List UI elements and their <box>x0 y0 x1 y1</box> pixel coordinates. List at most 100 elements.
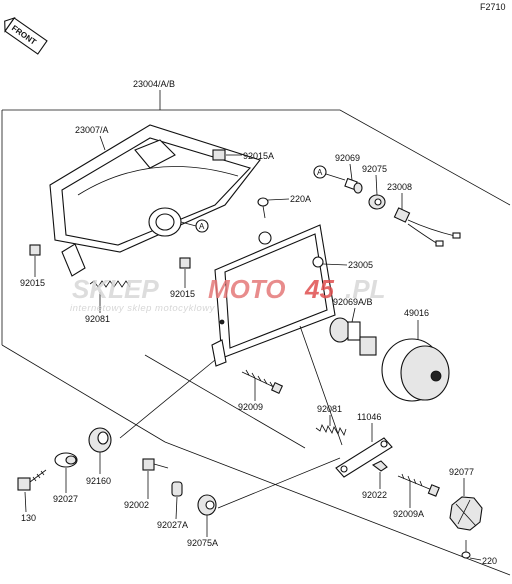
housing-lower-bracket <box>61 243 86 277</box>
screw-220a <box>257 197 269 219</box>
screw-220 <box>461 540 471 559</box>
label-92069ab: 92069A/B <box>333 297 373 307</box>
bulb-92069ab <box>329 317 377 356</box>
nut-92015-left <box>29 244 41 256</box>
screw-220-head <box>461 551 471 559</box>
bolt-92002-head <box>142 458 155 471</box>
collar-92027a-body <box>171 481 183 497</box>
harness-connector-1 <box>452 232 461 239</box>
leader-callout-a-housing <box>180 221 197 227</box>
callout-a-bulb <box>313 165 327 179</box>
headlight-rim-23005 <box>211 224 336 367</box>
label-92075a: 92075A <box>187 538 218 548</box>
connector-damper-rim <box>119 359 216 439</box>
connector-grommet-bracket <box>217 457 341 509</box>
bolt-130 <box>17 469 47 491</box>
bracket-hole-2 <box>380 440 388 448</box>
watermark-brand-4: .PL <box>345 274 385 304</box>
bulb-92069 <box>344 177 363 194</box>
leader-92027a <box>175 496 178 520</box>
dust-cover-49016 <box>381 338 450 402</box>
bracket-11046 <box>335 437 393 478</box>
harness-wire-2 <box>407 223 439 245</box>
label-92027a: 92027A <box>157 520 188 530</box>
callout-a-bulb-text: A <box>317 168 323 177</box>
label-23007: 23007/A <box>75 125 109 135</box>
assembly-frame <box>1 109 511 576</box>
label-92027: 92027 <box>53 494 78 504</box>
frame-inner-line <box>144 354 306 449</box>
harness-connector-2 <box>435 240 444 247</box>
leader-130 <box>24 491 27 513</box>
knob-92077-body <box>449 496 483 531</box>
leader-92069 <box>349 163 353 181</box>
label-92002: 92002 <box>124 500 149 510</box>
leader-23005 <box>322 263 348 266</box>
label-92022: 92022 <box>362 490 387 500</box>
bolt-92009a-shank <box>397 475 433 491</box>
bolt-92009 <box>241 369 284 395</box>
spring-92081-left-coil <box>89 280 131 288</box>
label-23008: 23008 <box>387 182 412 192</box>
nut-92015a <box>212 149 226 161</box>
frame-top-line <box>2 109 511 206</box>
washer-92022 <box>371 460 388 472</box>
label-92015a: 92015A <box>243 151 274 161</box>
bolt-92009a <box>397 473 440 497</box>
screw-220a-shank <box>262 205 266 219</box>
label-92081-left: 92081 <box>85 314 110 324</box>
front-arrow-icon <box>4 16 16 33</box>
adjuster-knob-92077 <box>449 496 483 531</box>
bolt-92002 <box>142 458 169 471</box>
headlight-housing-23007 <box>49 124 261 277</box>
leader-callout-a-bulb <box>325 173 346 181</box>
label-92015-left: 92015 <box>20 278 45 288</box>
label-220a: 220A <box>290 194 311 204</box>
figure-code: F2710 <box>480 2 506 12</box>
watermark-brand-1: SKLEP <box>72 274 159 304</box>
rim-lower-tab <box>211 339 227 367</box>
leader-23007 <box>99 135 106 151</box>
bulb-socket-inner <box>155 213 175 231</box>
watermark-tagline: internetowy sklep motocyklowy <box>70 303 216 314</box>
label-220: 220 <box>482 556 497 566</box>
leader-220 <box>469 557 482 561</box>
leader-92069ab <box>351 307 356 323</box>
screw-220a-head <box>257 197 269 207</box>
label-92009: 92009 <box>238 402 263 412</box>
bulb-92069ab-base <box>359 336 377 356</box>
bulb-92069-glass <box>353 182 363 194</box>
bolt-92009-head <box>270 381 284 395</box>
bolt-92009-thread <box>245 369 274 388</box>
label-49016: 49016 <box>404 308 429 318</box>
rim-hole <box>219 319 225 325</box>
socket-harness-23008 <box>393 207 461 247</box>
label-23005: 23005 <box>348 260 373 270</box>
knob-92077-grip <box>455 499 477 527</box>
leader-92075 <box>375 174 378 196</box>
grommet-92075a-hole <box>205 500 215 510</box>
bolt-92009a-head <box>427 484 440 497</box>
watermark-brand-2: MOTO <box>208 274 286 304</box>
front-direction-badge: FRONT <box>4 16 48 55</box>
rim-inner <box>224 233 328 349</box>
bulb-92069ab-collar <box>347 321 361 341</box>
rim-top-lug <box>258 231 272 245</box>
collar-92027a <box>171 481 183 497</box>
housing-mount-tab <box>134 139 176 169</box>
grommet-92075a <box>197 494 217 516</box>
leader-220a <box>267 198 290 201</box>
spring-92081-left <box>89 280 131 288</box>
label-92069: 92069 <box>335 153 360 163</box>
watermark-brand-3: 45 <box>304 274 334 304</box>
nut-92015-mid <box>179 257 191 269</box>
collar-92027-tube <box>65 455 77 465</box>
spring-92081-mid <box>315 424 347 436</box>
callout-a-housing-text: A <box>199 222 205 231</box>
grommet-92075 <box>368 194 386 210</box>
bolt-130-shank <box>29 469 47 483</box>
damper-92160-hole <box>97 431 109 445</box>
watermark: SKLEP MOTO 45 .PL internetowy sklep moto… <box>70 274 385 314</box>
housing-reflector-line <box>77 166 239 196</box>
